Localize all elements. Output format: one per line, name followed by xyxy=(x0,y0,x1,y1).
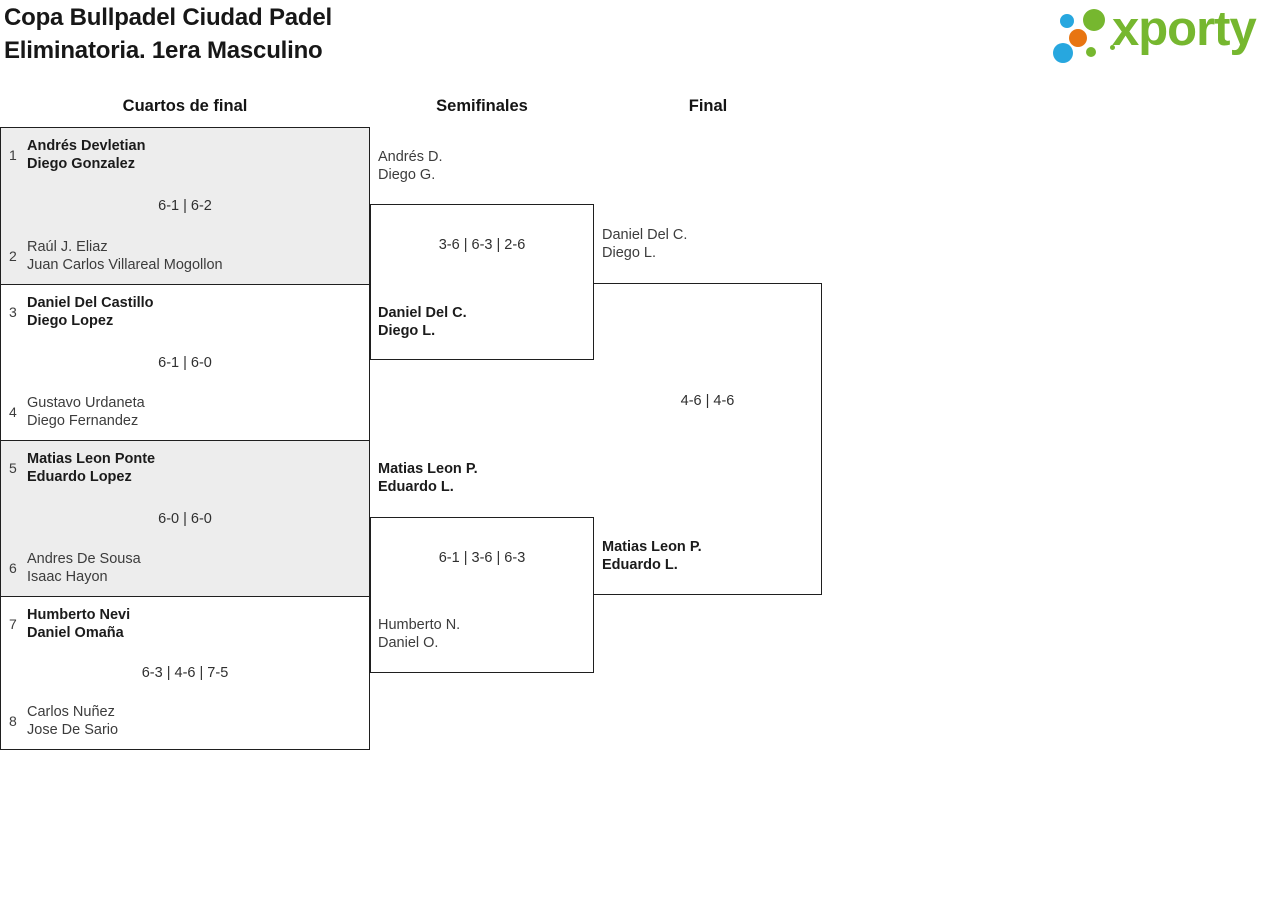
team-player-2: Diego Gonzalez xyxy=(27,156,135,172)
team-name: Humberto Nevi Daniel Omaña xyxy=(27,606,130,642)
team-row: 8 Carlos Nuñez Jose De Sario xyxy=(9,703,363,739)
team-player-1: Humberto N. xyxy=(378,617,461,633)
team-row: 4 Gustavo Urdaneta Diego Fernandez xyxy=(9,394,363,430)
team-player-1: Gustavo Urdaneta xyxy=(27,395,145,411)
match-score: 3-6 | 6-3 | 2-6 xyxy=(438,237,526,253)
team-player-1: Andres De Sousa xyxy=(27,551,141,567)
team-name: Gustavo Urdaneta Diego Fernandez xyxy=(27,394,145,430)
team-player-2: Juan Carlos Villareal Mogollon xyxy=(27,257,223,273)
team-player-2: Jose De Sario xyxy=(27,722,119,738)
team-player-1: Andrés Devletian xyxy=(27,138,146,154)
final-match-box: 4-6 | 4-6 xyxy=(594,283,822,595)
team-player-1: Raúl J. Eliaz xyxy=(27,239,108,255)
team-name: Raúl J. Eliaz Juan Carlos Villareal Mogo… xyxy=(27,238,223,274)
sf1-team-bottom: Daniel Del C. Diego L. xyxy=(378,304,467,340)
team-player-1: Daniel Del C. xyxy=(602,227,688,243)
team-name: Andrés Devletian Diego Gonzalez xyxy=(27,137,145,173)
team-row: 6 Andres De Sousa Isaac Hayon xyxy=(9,550,363,586)
qf-match-1: 1 Andrés Devletian Diego Gonzalez 6-1 | … xyxy=(1,128,369,284)
match-score: 4-6 | 4-6 xyxy=(680,393,735,409)
team-player-2: Daniel O. xyxy=(378,635,439,651)
match-score: 6-1 | 6-2 xyxy=(158,198,212,214)
column-header-final: Final xyxy=(688,97,728,115)
seed-number: 6 xyxy=(9,560,17,576)
page-title: Copa Bullpadel Ciudad Padel Eliminatoria… xyxy=(4,1,332,67)
seed-number: 7 xyxy=(9,616,17,632)
sf2-team-bottom: Humberto N. Daniel O. xyxy=(378,616,460,652)
team-player-2: Eduardo Lopez xyxy=(27,469,132,485)
qf-match-3: 5 Matias Leon Ponte Eduardo Lopez 6-0 | … xyxy=(1,440,369,596)
final-team-bottom: Matias Leon P. Eduardo L. xyxy=(602,538,702,574)
sf2-team-top: Matias Leon P. Eduardo L. xyxy=(378,460,478,496)
team-name: Andres De Sousa Isaac Hayon xyxy=(27,550,141,586)
seed-number: 8 xyxy=(9,713,17,729)
team-player-1: Matias Leon P. xyxy=(378,461,478,477)
match-score: 6-1 | 3-6 | 6-3 xyxy=(438,550,526,566)
tournament-name: Copa Bullpadel Ciudad Padel xyxy=(4,4,332,31)
team-player-1: Matias Leon P. xyxy=(602,539,702,555)
team-player-2: Diego Fernandez xyxy=(27,413,139,429)
team-player-1: Andrés D. xyxy=(378,149,443,165)
team-player-2: Eduardo L. xyxy=(378,479,454,495)
team-player-2: Diego L. xyxy=(378,323,436,339)
team-row: 7 Humberto Nevi Daniel Omaña xyxy=(9,606,363,642)
logo-dot-orange xyxy=(1069,29,1087,47)
sf-match-2-box: 6-1 | 3-6 | 6-3 xyxy=(370,517,594,673)
logo-dot-green-large xyxy=(1083,9,1105,31)
team-name: Matias Leon Ponte Eduardo Lopez xyxy=(27,450,155,486)
sf1-team-top: Andrés D. Diego G. xyxy=(378,148,442,184)
qf-match-4: 7 Humberto Nevi Daniel Omaña 6-3 | 4-6 |… xyxy=(1,596,369,749)
team-player-2: Diego Lopez xyxy=(27,313,114,329)
seed-number: 2 xyxy=(9,248,17,264)
match-score: 6-3 | 4-6 | 7-5 xyxy=(141,665,229,681)
logo-dot-blue-large xyxy=(1053,43,1073,63)
logo-wordmark: xporty xyxy=(1112,2,1257,56)
column-header-quarterfinals: Cuartos de final xyxy=(122,97,248,115)
team-player-1: Daniel Del Castillo xyxy=(27,295,154,311)
match-score: 6-0 | 6-0 xyxy=(158,510,212,527)
team-player-2: Daniel Omaña xyxy=(27,625,124,641)
team-row: 2 Raúl J. Eliaz Juan Carlos Villareal Mo… xyxy=(9,238,363,274)
column-header-semifinals: Semifinales xyxy=(436,97,528,115)
seed-number: 5 xyxy=(9,460,17,476)
team-row: 5 Matias Leon Ponte Eduardo Lopez xyxy=(9,450,363,486)
logo-dot-blue-small xyxy=(1060,14,1074,28)
match-score: 6-1 | 6-0 xyxy=(158,354,212,371)
final-team-top: Daniel Del C. Diego L. xyxy=(602,226,687,262)
team-player-2: Diego G. xyxy=(378,167,436,183)
team-player-2: Eduardo L. xyxy=(602,557,678,573)
team-player-1: Daniel Del C. xyxy=(378,305,467,321)
team-name: Carlos Nuñez Jose De Sario xyxy=(27,703,118,739)
logo-dot-green-tiny xyxy=(1110,45,1115,50)
team-player-1: Matias Leon Ponte xyxy=(27,451,156,467)
team-row: 1 Andrés Devletian Diego Gonzalez xyxy=(9,137,363,173)
logo-dot-green-small xyxy=(1086,47,1096,57)
team-player-1: Carlos Nuñez xyxy=(27,704,115,720)
seed-number: 4 xyxy=(9,404,17,420)
qf-match-2: 3 Daniel Del Castillo Diego Lopez 6-1 | … xyxy=(1,284,369,440)
sf-match-1-box: 3-6 | 6-3 | 2-6 xyxy=(370,204,594,360)
team-player-1: Humberto Nevi xyxy=(27,607,131,623)
team-player-2: Isaac Hayon xyxy=(27,569,108,585)
team-name: Daniel Del Castillo Diego Lopez xyxy=(27,294,154,330)
xporty-logo: xporty xyxy=(1040,0,1280,78)
seed-number: 1 xyxy=(9,147,17,163)
tournament-stage: Eliminatoria. 1era Masculino xyxy=(4,37,323,64)
team-row: 3 Daniel Del Castillo Diego Lopez xyxy=(9,294,363,330)
seed-number: 3 xyxy=(9,304,17,320)
team-player-2: Diego L. xyxy=(602,245,657,261)
quarterfinals-column: 1 Andrés Devletian Diego Gonzalez 6-1 | … xyxy=(0,127,370,750)
